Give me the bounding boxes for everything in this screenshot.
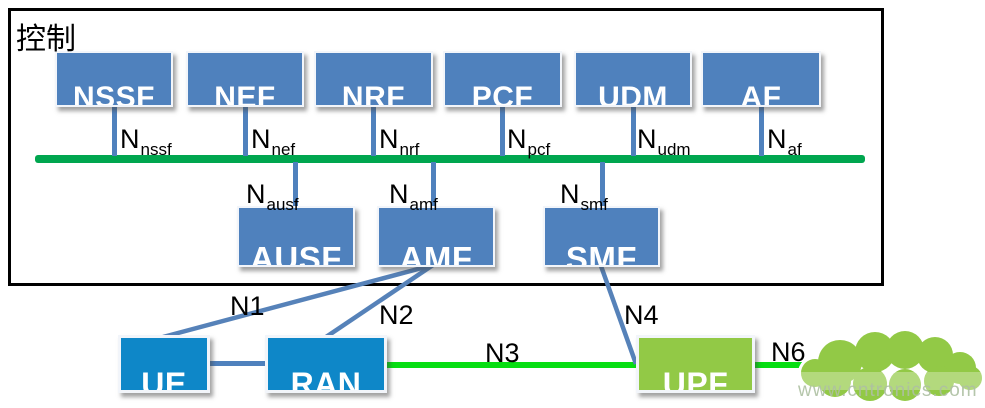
n3-line: [385, 362, 639, 368]
control-plane-box: [8, 8, 884, 286]
node-pcf: PCF: [443, 51, 562, 107]
iface-pcf: Npcf: [507, 124, 551, 159]
cloud-highlight-band: [801, 372, 982, 390]
label-n2: N2: [379, 300, 414, 330]
node-amf: AMF: [377, 206, 495, 267]
cloud-fill: [801, 331, 982, 401]
connector-pcf: [500, 106, 505, 156]
node-ue: UE: [118, 335, 210, 393]
connector-ausf: [293, 162, 298, 208]
iface-smf: Nsmf: [560, 179, 608, 214]
node-ue-label: UE: [141, 366, 187, 393]
ue-ran-line: [208, 361, 268, 366]
node-af-label: AF: [740, 81, 782, 107]
label-n6: N6: [771, 337, 806, 367]
iface-ausf: Nausf: [246, 179, 299, 214]
iface-nef: Nnef: [251, 124, 296, 159]
connector-af: [759, 106, 764, 156]
iface-udm: Nudm: [637, 124, 691, 159]
iface-amf: Namf: [389, 179, 438, 214]
connector-udm: [631, 106, 636, 156]
label-n1: N1: [230, 291, 265, 321]
node-ran: RAN: [265, 335, 387, 393]
node-upf: UPF: [636, 335, 755, 393]
iface-nssf: Nnssf: [120, 124, 172, 159]
node-smf: SMF: [543, 206, 660, 267]
connector-nssf: [112, 106, 117, 156]
label-n4: N4: [624, 300, 659, 330]
control-plane-title: 控制: [16, 23, 76, 56]
node-pcf-label: PCF: [471, 81, 534, 107]
watermark-text: www.cntronics.com: [798, 380, 978, 401]
iface-nrf: Nnrf: [379, 124, 420, 159]
internet-cloud: [798, 328, 985, 404]
node-nef-label: NEF: [214, 81, 276, 107]
n6-line: [753, 362, 825, 368]
node-ausf: AUSF: [237, 206, 355, 267]
node-upf-label: UPF: [662, 366, 729, 393]
node-nrf-label: NRF: [341, 81, 406, 107]
connector-nef: [243, 106, 248, 156]
connector-nrf: [371, 106, 376, 156]
iface-af: Naf: [767, 124, 802, 159]
node-smf-label: SMF: [565, 240, 638, 267]
node-af: AF: [701, 51, 821, 107]
node-nssf-label: NSSF: [72, 81, 155, 107]
label-n3: N3: [485, 338, 520, 368]
connector-smf: [600, 162, 605, 208]
node-nrf: NRF: [314, 51, 433, 107]
service-bus-line: [35, 155, 865, 163]
node-amf-label: AMF: [399, 240, 473, 267]
node-udm: UDM: [574, 51, 692, 107]
node-ran-label: RAN: [290, 366, 362, 393]
node-ausf-label: AUSF: [250, 240, 342, 267]
node-nef: NEF: [186, 51, 304, 107]
connector-amf: [431, 162, 436, 208]
node-udm-label: UDM: [598, 81, 668, 107]
node-nssf: NSSF: [55, 51, 173, 107]
